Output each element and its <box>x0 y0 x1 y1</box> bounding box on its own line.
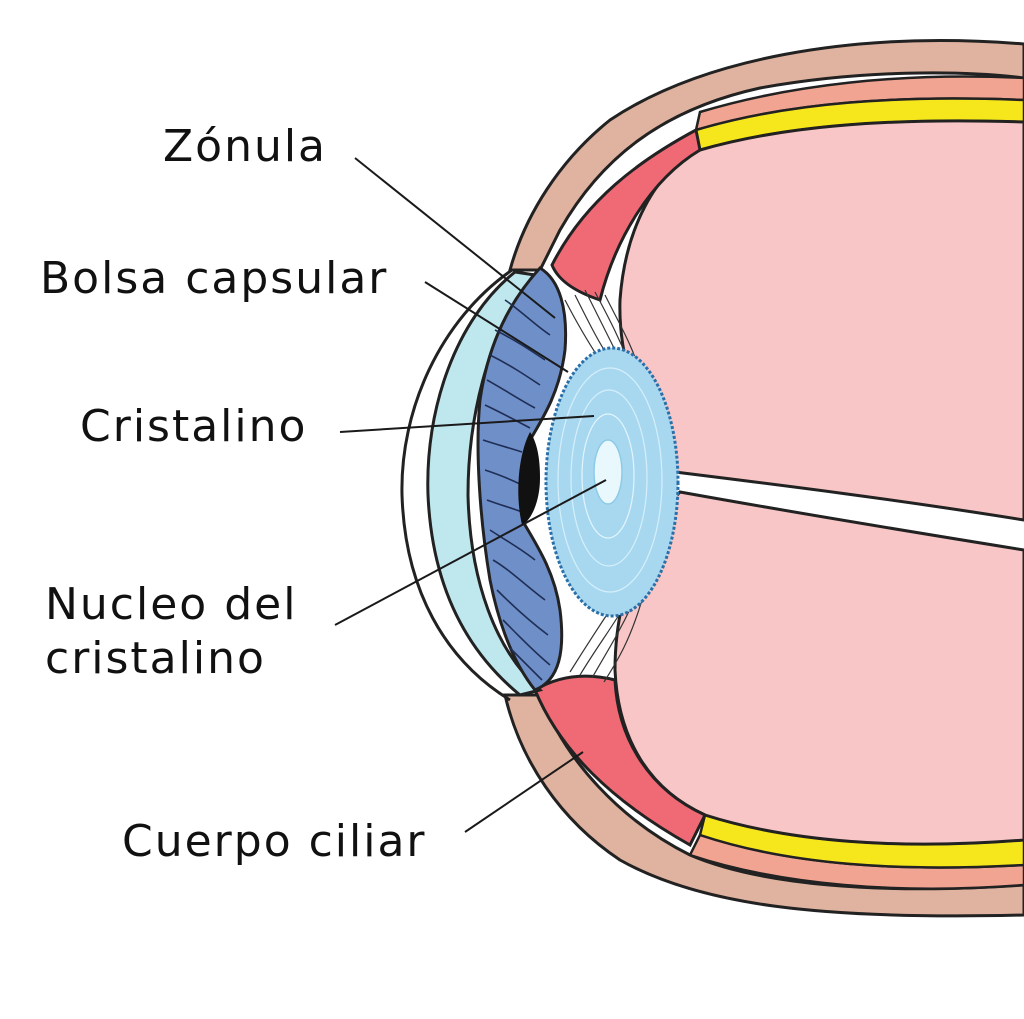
label-zonula: Zónula <box>163 121 328 172</box>
label-cristalino: Cristalino <box>80 401 308 452</box>
lens-nucleus <box>593 439 623 505</box>
label-nucleo-del-cristalino: Nucleo del cristalino <box>45 578 297 686</box>
lens-ring-1 <box>557 367 663 593</box>
sclera-lower <box>503 693 1024 918</box>
vitreous-lower <box>613 490 1024 846</box>
label-cuerpo-ciliar: Cuerpo ciliar <box>122 816 427 867</box>
label-bolsa-capsular: Bolsa capsular <box>40 253 389 304</box>
leader-line-zonula <box>354 157 556 319</box>
leader-line-nucleo <box>334 479 607 626</box>
leader-line-cuerpo <box>464 751 584 833</box>
leader-lines <box>334 157 607 833</box>
label-nucleo-line2: cristalino <box>45 633 266 684</box>
cornea <box>426 270 544 697</box>
ciliary-body-upper <box>550 127 702 302</box>
iris-striations <box>482 299 551 681</box>
leader-line-cristalino <box>339 415 595 433</box>
pupil <box>518 432 540 525</box>
vitreous-upper <box>618 119 1024 522</box>
leader-line-bolsa <box>424 281 569 373</box>
lens-ring-3 <box>581 413 635 539</box>
cornea-outer-edge <box>400 268 513 702</box>
label-nucleo-line1: Nucleo del <box>45 579 298 630</box>
lens-ring-2 <box>570 389 648 567</box>
